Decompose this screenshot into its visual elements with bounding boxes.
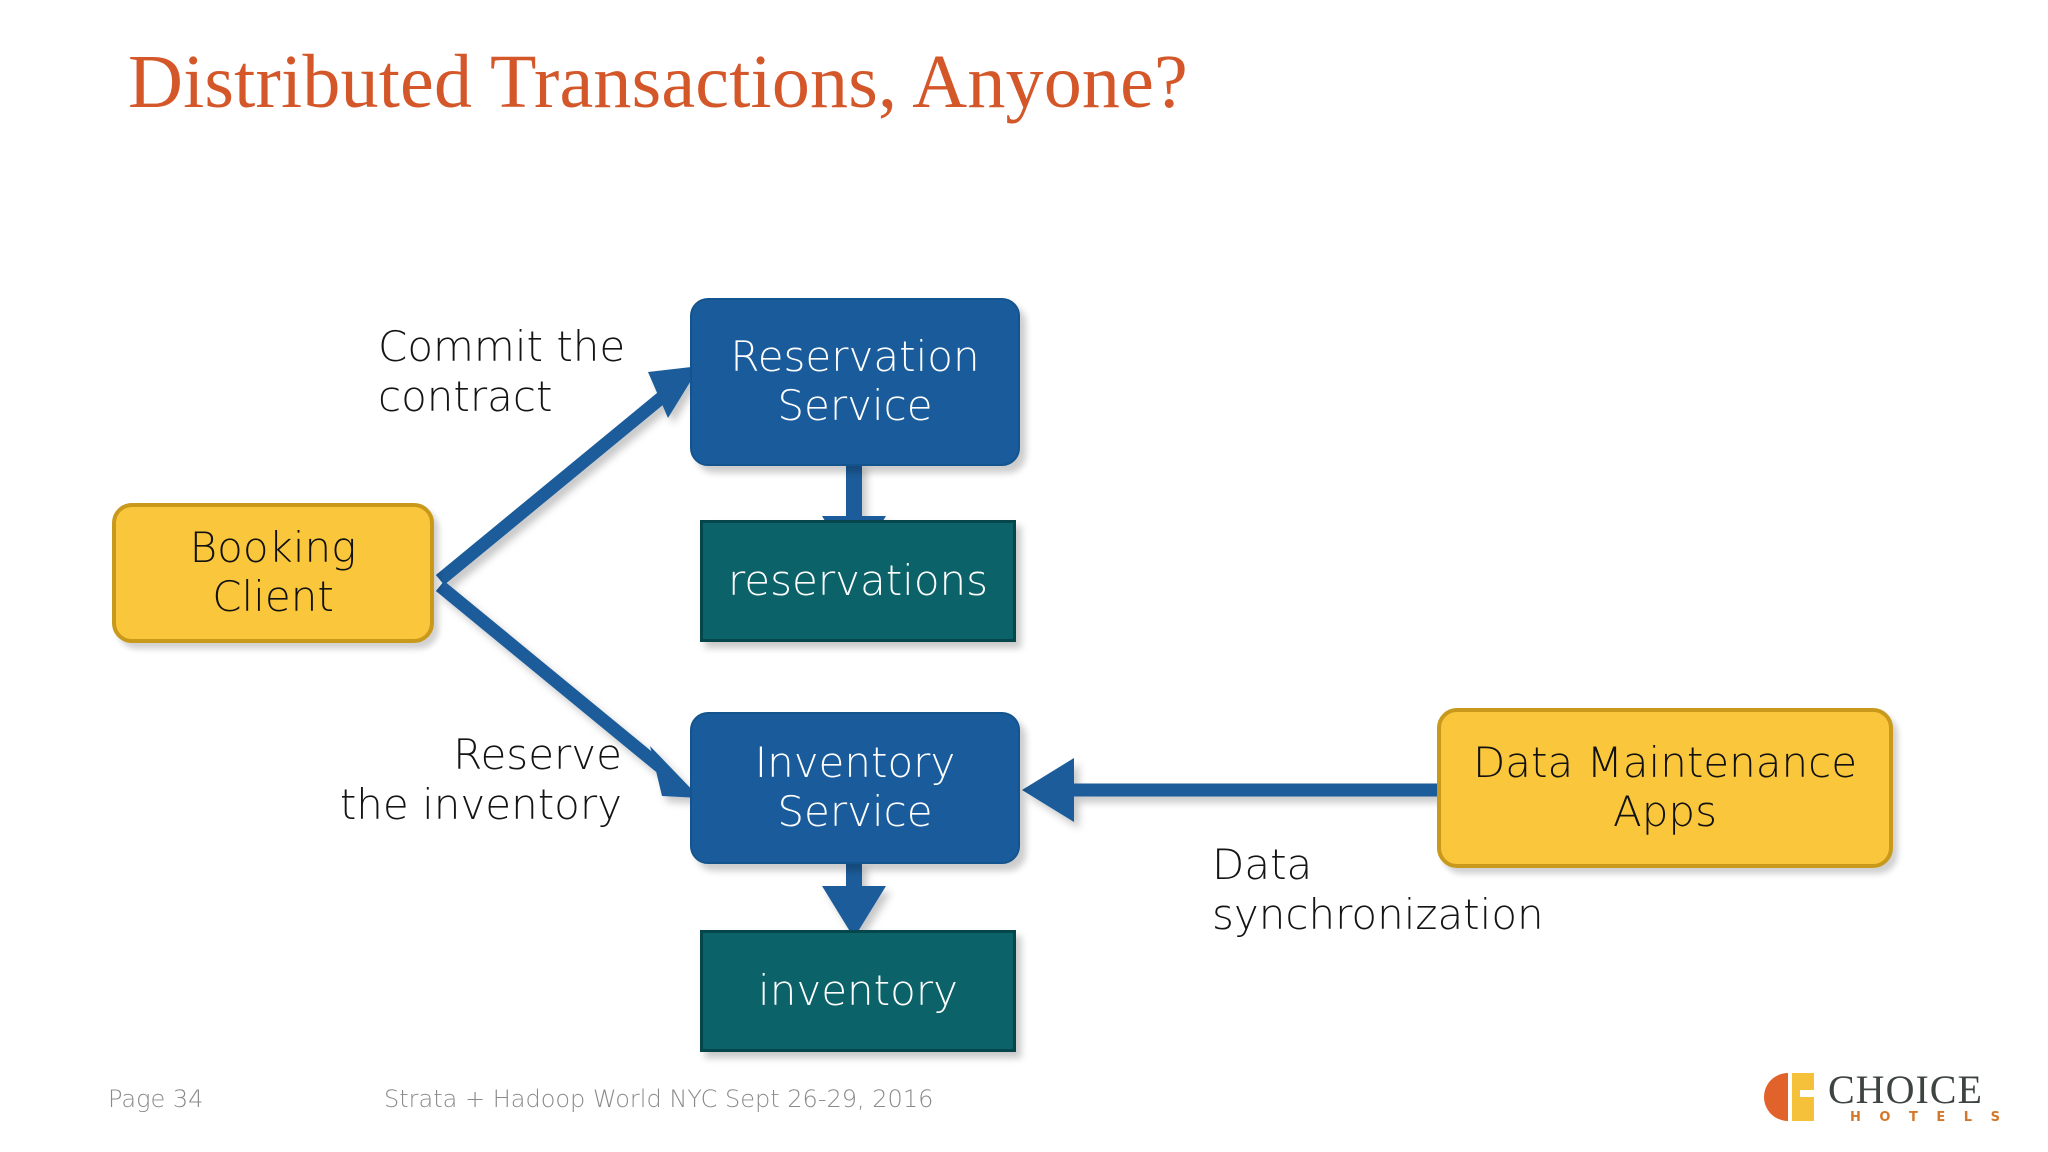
choice-hotels-logo: CHOICE H O T E L S	[1762, 1067, 2008, 1130]
node-booking-client-label: Booking Client	[189, 523, 357, 621]
choice-logo-mark	[1764, 1073, 1814, 1121]
choice-logo-wordmark: CHOICE	[1828, 1067, 1983, 1112]
node-data-maintenance-apps-label: Data Maintenance Apps	[1472, 738, 1858, 836]
page-title: Distributed Transactions, Anyone?	[128, 40, 1188, 124]
node-reservation-service[interactable]: Reservation Service	[690, 298, 1020, 466]
edge-label-commit-contract: Commit the contract	[378, 322, 626, 421]
footer-event-name: Strata + Hadoop World NYC Sept 26-29, 20…	[384, 1085, 934, 1113]
footer-page-number: Page 34	[108, 1085, 204, 1113]
node-inventory-service[interactable]: Inventory Service	[690, 712, 1020, 864]
node-inventory-store[interactable]: inventory	[700, 930, 1016, 1052]
node-booking-client[interactable]: Booking Client	[112, 503, 434, 643]
node-inventory-store-label: inventory	[758, 965, 958, 1015]
node-reservation-service-label: Reservation Service	[730, 332, 980, 430]
edge-label-reserve-inventory: Reserve the inventory	[339, 730, 622, 829]
edge-label-data-sync: Data synchronization	[1212, 840, 1544, 939]
arrow-data-sync	[1022, 758, 1437, 822]
arrow-inventory-write	[822, 862, 886, 938]
node-inventory-service-label: Inventory Service	[754, 738, 956, 836]
node-reservations-store-label: reservations	[727, 555, 989, 605]
choice-logo-subtext: H O T E L S	[1850, 1110, 2007, 1125]
node-reservations-store[interactable]: reservations	[700, 520, 1016, 642]
node-data-maintenance-apps[interactable]: Data Maintenance Apps	[1437, 708, 1893, 868]
